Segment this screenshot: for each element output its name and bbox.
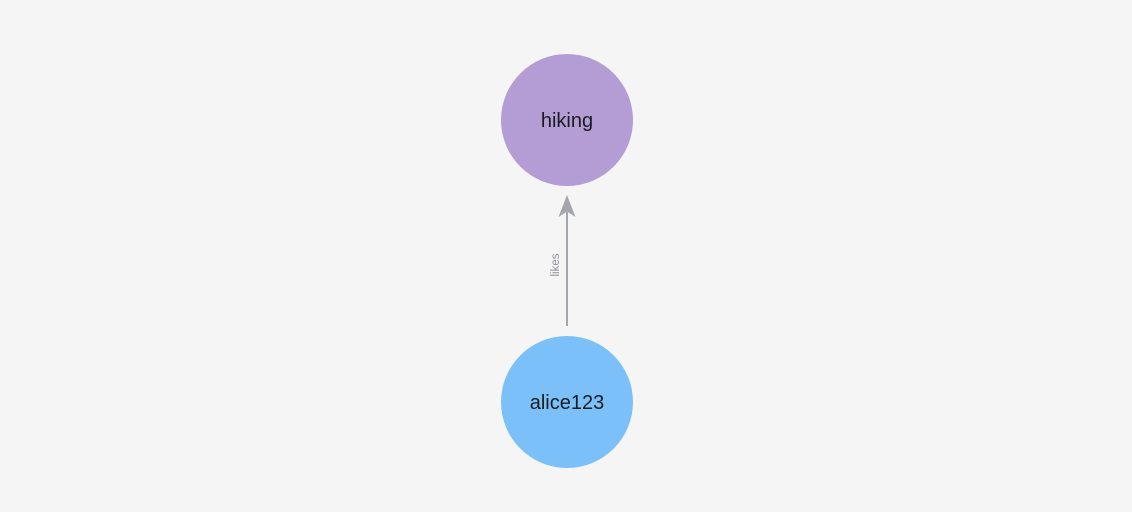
edge-likes[interactable]: likes xyxy=(550,195,576,326)
node-hiking[interactable]: hiking xyxy=(501,54,633,186)
node-circle-hiking[interactable] xyxy=(501,54,633,186)
node-circle-alice123[interactable] xyxy=(501,336,633,468)
edge-label: likes xyxy=(550,253,562,276)
edge-arrowhead-icon xyxy=(558,195,576,217)
node-alice123[interactable]: alice123 xyxy=(501,336,633,468)
